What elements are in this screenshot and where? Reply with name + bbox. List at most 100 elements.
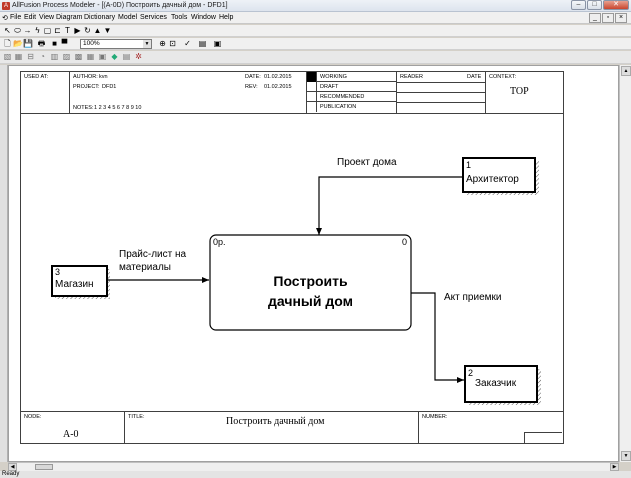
- model-icon-10[interactable]: ◆: [111, 52, 118, 61]
- model-icon-12[interactable]: ✲: [135, 52, 142, 61]
- project-value: DFD1: [102, 84, 117, 90]
- number-label: NUMBER:: [422, 414, 448, 420]
- menu-model[interactable]: Model: [118, 14, 138, 21]
- flow-process-to-customer: [411, 292, 464, 383]
- reader-date-label: DATE: [467, 74, 482, 80]
- status-publication: PUBLICATION: [307, 102, 397, 112]
- flow-label-pricelist-line1[interactable]: Прайс-лист на: [119, 249, 187, 260]
- project-label: PROJECT:: [73, 84, 100, 90]
- model-icon-5[interactable]: ▥: [50, 52, 59, 61]
- menu-diagram[interactable]: Diagram: [56, 14, 83, 21]
- scroll-right-icon[interactable]: ▶: [610, 463, 619, 471]
- reports-icon[interactable]: ▣: [213, 39, 222, 48]
- spell-check-icon[interactable]: ✓: [184, 39, 191, 48]
- minimize-button[interactable]: –: [571, 0, 586, 10]
- flow-label-pricelist-line2[interactable]: материалы: [119, 262, 171, 273]
- external-entity-tool-icon[interactable]: ⬭: [14, 26, 21, 35]
- menu-dictionary[interactable]: Dictionary: [84, 14, 116, 21]
- zoom-in-icon[interactable]: ⊕: [159, 39, 166, 48]
- menu-system-icon[interactable]: ⟲: [2, 15, 8, 22]
- process-name-line1: Построить: [273, 273, 348, 289]
- rev-label: REV:: [245, 84, 258, 90]
- model-icon-8[interactable]: ▦: [86, 52, 95, 61]
- mdi-minimize-button[interactable]: _: [589, 13, 601, 23]
- used-at-label: USED AT:: [24, 74, 49, 80]
- menu-window[interactable]: Window: [191, 14, 216, 21]
- squiggle-tool-icon[interactable]: ϟ: [35, 26, 40, 35]
- horizontal-scroll-thumb[interactable]: [35, 464, 53, 470]
- menu-services[interactable]: Services: [140, 14, 167, 21]
- text-tool-icon[interactable]: T: [65, 26, 70, 35]
- menu-tools[interactable]: Tools: [171, 14, 188, 21]
- refresh-tool-icon[interactable]: ↻: [84, 26, 91, 35]
- new-icon[interactable]: 🗋: [4, 39, 11, 48]
- entity-customer-number: 2: [468, 368, 474, 378]
- model-icon-7[interactable]: ▩: [74, 52, 83, 61]
- entity-architect-name[interactable]: Архитектор: [466, 174, 519, 185]
- activity-box-tool-icon[interactable]: ▢: [43, 26, 52, 35]
- frame-header: USED AT: AUTHOR: kvn PROJECT: DFD1 NOTES…: [21, 72, 563, 114]
- font-color-icon[interactable]: ■: [52, 39, 57, 48]
- menu-view[interactable]: View: [39, 14, 55, 21]
- status-draft: DRAFT: [307, 82, 397, 92]
- menu-help[interactable]: Help: [219, 14, 234, 21]
- model-explorer-icon[interactable]: ▤: [198, 39, 207, 48]
- close-button[interactable]: ✕: [603, 0, 629, 10]
- process-name[interactable]: Построить дачный дом: [210, 271, 411, 311]
- go-to-parent-tool-icon[interactable]: ▲: [93, 26, 102, 35]
- mdi-close-button[interactable]: ×: [615, 13, 627, 23]
- title-label: TITLE:: [128, 414, 145, 420]
- frame-footer: NODE: A-0 TITLE: Построить дачный дом NU…: [21, 411, 563, 444]
- scroll-down-icon[interactable]: ▼: [621, 451, 631, 461]
- scroll-left-icon[interactable]: ◀: [8, 463, 17, 471]
- model-icon-1[interactable]: ▧: [3, 52, 12, 61]
- model-icon-9[interactable]: ▣: [98, 52, 107, 61]
- zoom-fit-icon[interactable]: ⊡: [169, 39, 176, 48]
- window-title: AllFusion Process Modeler - [(A-0D) Пост…: [12, 2, 228, 9]
- lock-icon[interactable]: ⊟: [27, 52, 34, 61]
- entity-shop-box: [51, 265, 108, 297]
- go-to-sibling-tool-icon[interactable]: ▶: [74, 26, 81, 35]
- title-value: Построить дачный дом: [226, 416, 325, 427]
- author-value: kvn: [99, 74, 108, 80]
- reader-label: READER: [400, 74, 423, 80]
- go-to-child-tool-icon[interactable]: ▼: [103, 26, 112, 35]
- arrow-tool-icon[interactable]: →: [23, 26, 32, 35]
- app-logo-icon: A: [2, 2, 10, 10]
- horizontal-scrollbar[interactable]: ◀ ▶: [8, 462, 619, 471]
- data-store-tool-icon[interactable]: ⊏: [54, 26, 61, 35]
- chevron-down-icon[interactable]: ▼: [143, 40, 151, 48]
- font-icon[interactable]: ▀: [61, 39, 68, 48]
- model-icon-2[interactable]: ▦: [14, 52, 23, 61]
- context-value: TOP: [510, 86, 529, 97]
- process-id: 0р.: [213, 237, 226, 247]
- context-label: CONTEXT:: [489, 74, 517, 80]
- menu-file[interactable]: File: [10, 14, 22, 21]
- model-icon-4[interactable]: ◔: [40, 52, 45, 61]
- model-icon-6[interactable]: ▨: [62, 52, 71, 61]
- entity-shop-name[interactable]: Магазин: [55, 279, 94, 290]
- node-label: NODE:: [24, 414, 42, 420]
- notes-label: NOTES:: [73, 105, 94, 111]
- flow-architect-to-process: [316, 176, 463, 235]
- model-icon-11[interactable]: ▤: [122, 52, 131, 61]
- save-icon[interactable]: 💾: [23, 39, 33, 48]
- pointer-tool-icon[interactable]: ↖: [4, 26, 11, 35]
- menu-edit[interactable]: Edit: [24, 14, 37, 21]
- mdi-restore-button[interactable]: ▫: [602, 13, 614, 23]
- scroll-up-icon[interactable]: ▲: [621, 66, 631, 76]
- notes-value: 1 2 3 4 5 6 7 8 9 10: [94, 105, 142, 111]
- open-icon[interactable]: 📂: [13, 39, 23, 48]
- maximize-button[interactable]: □: [587, 0, 602, 10]
- print-icon[interactable]: 🖶: [37, 39, 46, 48]
- vertical-scrollbar[interactable]: ▲ ▼: [619, 65, 631, 462]
- process-number: 0: [402, 237, 408, 247]
- entity-customer-name[interactable]: Заказчик: [475, 378, 517, 389]
- zoom-select[interactable]: 100% ▼: [80, 39, 152, 49]
- flow-label-acceptance[interactable]: Акт приемки: [444, 292, 502, 303]
- entity-customer-box: [464, 365, 538, 403]
- author-label: AUTHOR:: [73, 74, 98, 80]
- model-toolbar: ▧ ▦ ⊟ ◔ ▥ ▨ ▩ ▦ ▣ ◆ ▤ ✲: [0, 51, 631, 64]
- flow-label-project[interactable]: Проект дома: [337, 157, 397, 168]
